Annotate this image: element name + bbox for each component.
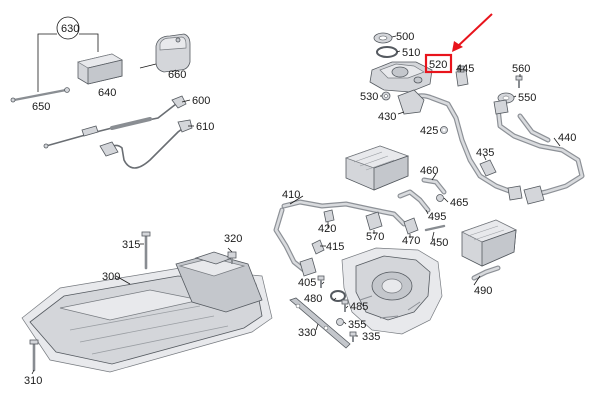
part-425-clip[interactable]: [440, 126, 448, 134]
label-435: 435: [476, 147, 494, 159]
label-445: 445: [456, 63, 474, 75]
part-600-cable[interactable]: [43, 95, 187, 149]
label-550: 550: [518, 92, 536, 104]
label-480: 480: [304, 293, 322, 305]
label-660: 660: [168, 69, 186, 81]
label-355: 355: [348, 319, 366, 331]
part-510-seal[interactable]: [376, 46, 398, 58]
part-660-cover[interactable]: [155, 33, 191, 73]
part-640-module[interactable]: [77, 53, 123, 85]
label-330: 330: [298, 327, 316, 339]
part-650-rod[interactable]: [10, 87, 70, 103]
part-355-washer[interactable]: [336, 318, 344, 326]
part-315-bolt[interactable]: [141, 231, 151, 270]
label-425: 425: [420, 125, 438, 137]
label-315: 315: [122, 239, 140, 251]
label-640: 640: [98, 87, 116, 99]
part-460-pipe[interactable]: [421, 177, 447, 195]
onboard-charger-unit[interactable]: [344, 145, 410, 191]
label-570: 570: [366, 231, 384, 243]
label-415: 415: [326, 241, 344, 253]
part-480-ring[interactable]: [330, 290, 346, 302]
label-650: 650: [32, 101, 50, 113]
part-300-battery-tray[interactable]: [21, 251, 273, 373]
part-445-connector[interactable]: [455, 65, 469, 87]
part-330-bracket[interactable]: [289, 297, 351, 349]
part-610-cable[interactable]: [99, 119, 193, 169]
part-420-clip[interactable]: [323, 209, 335, 223]
part-500-ring[interactable]: [373, 32, 393, 44]
label-465: 465: [450, 197, 468, 209]
part-450-bolt[interactable]: [424, 224, 446, 232]
part-435-bracket[interactable]: [479, 159, 497, 177]
part-465-clamp[interactable]: [436, 194, 444, 202]
label-610: 610: [196, 121, 214, 133]
label-560: 560: [512, 63, 530, 75]
part-310-bolt[interactable]: [29, 339, 39, 372]
label-320: 320: [224, 233, 242, 245]
label-450: 450: [430, 237, 448, 249]
leader-lines: [31, 35, 561, 375]
label-530: 530: [360, 91, 378, 103]
label-470: 470: [402, 235, 420, 247]
label-335: 335: [362, 331, 380, 343]
part-410-coolant-pipe[interactable]: [273, 199, 407, 277]
part-415-clip[interactable]: [311, 239, 325, 255]
highlight-arrow: [457, 13, 493, 47]
label-490: 490: [474, 285, 492, 297]
part-labels: 630 640 650 660 600 610 500 510 520 445 …: [24, 23, 576, 387]
label-410: 410: [282, 189, 300, 201]
label-420: 420: [318, 223, 336, 235]
part-570-valve[interactable]: [365, 211, 383, 231]
label-520: 520: [429, 59, 447, 71]
part-405-bolt[interactable]: [317, 275, 325, 288]
part-560-bolt[interactable]: [515, 75, 523, 88]
label-600: 600: [192, 95, 210, 107]
part-495-line[interactable]: [397, 189, 431, 213]
part-520-housing[interactable]: [369, 61, 433, 93]
label-630: 630: [61, 23, 79, 35]
highlight-520: [424, 13, 493, 74]
label-460: 460: [420, 165, 438, 177]
part-470-clamp[interactable]: [403, 217, 419, 235]
part-335-bolt[interactable]: [349, 331, 357, 342]
electric-drive-unit[interactable]: [341, 247, 443, 335]
part-490-hose[interactable]: [471, 265, 501, 281]
label-500: 500: [396, 31, 414, 43]
label-485: 485: [350, 301, 368, 313]
label-440: 440: [558, 132, 576, 144]
label-430: 430: [378, 111, 396, 123]
part-485-bolt[interactable]: [341, 299, 349, 312]
label-405: 405: [298, 277, 316, 289]
part-440-hose-assembly[interactable]: [493, 99, 585, 205]
part-530-washer[interactable]: [381, 91, 391, 101]
label-300: 300: [102, 271, 120, 283]
label-310: 310: [24, 375, 42, 387]
label-495: 495: [428, 211, 446, 223]
part-group-630: [10, 16, 191, 103]
callout-circle: [56, 16, 80, 40]
highlight-arrow-head: [452, 41, 463, 52]
dc-converter-unit[interactable]: [461, 219, 517, 267]
highlight-box: [424, 53, 453, 74]
label-510: 510: [402, 47, 420, 59]
part-430-coolant-hose[interactable]: [397, 89, 523, 201]
